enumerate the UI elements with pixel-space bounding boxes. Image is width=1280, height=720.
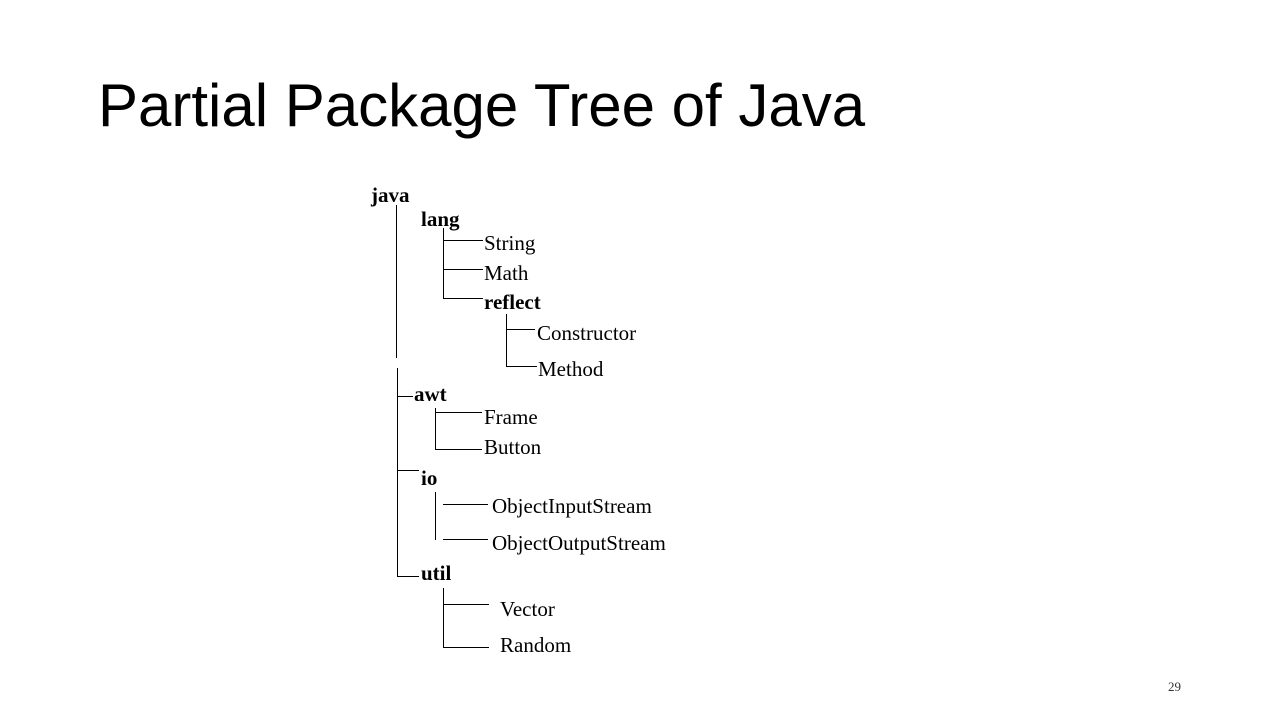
node-awt: awt xyxy=(414,382,447,406)
node-button: Button xyxy=(484,435,542,459)
node-java: java xyxy=(371,183,410,207)
node-random: Random xyxy=(500,633,572,657)
node-lang: lang xyxy=(421,207,460,231)
node-objectoutputstream: ObjectOutputStream xyxy=(492,531,666,555)
node-constructor: Constructor xyxy=(537,321,637,345)
slide-title: Partial Package Tree of Java xyxy=(98,72,866,139)
node-math: Math xyxy=(484,261,529,285)
page-number: 29 xyxy=(1168,679,1181,694)
node-method: Method xyxy=(538,357,604,381)
node-util: util xyxy=(421,561,452,585)
node-reflect: reflect xyxy=(484,290,541,314)
node-vector: Vector xyxy=(500,597,555,621)
node-frame: Frame xyxy=(484,405,538,429)
node-io: io xyxy=(421,466,438,490)
node-string: String xyxy=(484,231,536,255)
node-objectinputstream: ObjectInputStream xyxy=(492,494,652,518)
